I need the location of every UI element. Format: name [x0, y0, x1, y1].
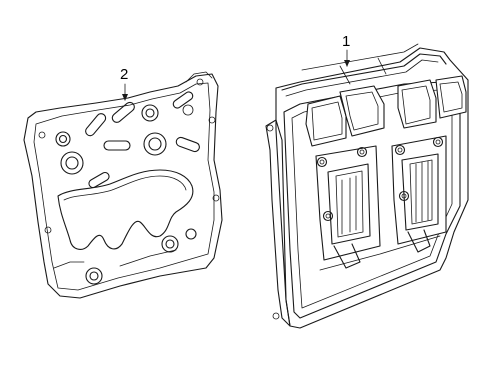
- callout-1: 1: [342, 33, 351, 50]
- leader-arrow-2: [122, 94, 128, 101]
- control-module-icon: [265, 43, 469, 329]
- callout-2: 2: [120, 66, 129, 83]
- gasket-plate-icon: [23, 71, 223, 299]
- leader-arrow-1: [344, 60, 350, 67]
